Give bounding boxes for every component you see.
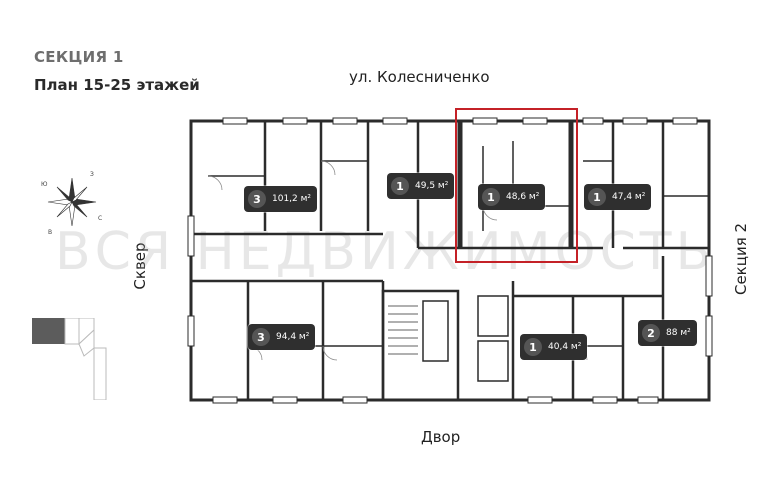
watermark: ВСЯ НЕДВИЖИМОСТЬ [55,222,716,282]
room-count: 1 [391,177,409,195]
plan-title: План 15-25 этажей [34,76,200,94]
building-outline [189,119,711,402]
floor-plan [187,117,713,404]
apartment-area: 88 м² [666,328,691,338]
apartment-badge[interactable]: 1 40,4 м² [520,334,588,360]
apartment-area: 47,4 м² [612,192,646,202]
compass-letter-1: Ю [41,181,48,188]
yard-label: Двор [421,428,461,446]
compass-letter-2: З [90,171,94,178]
compass-letter-3: С [98,215,102,222]
compass-letter-4: В [48,229,52,236]
apartment-badge[interactable]: 3 94,4 м² [248,324,316,350]
section-title: СЕКЦИЯ 1 [34,48,124,66]
room-count: 3 [248,190,266,208]
apartment-area: 94,4 м² [276,332,310,342]
apartment-area: 49,5 м² [415,181,449,191]
apartment-badge[interactable]: 1 47,4 м² [584,184,652,210]
apartment-area: 48,6 м² [506,192,540,202]
compass-rose-icon: Ю З С В [41,171,102,236]
room-count: 1 [588,188,606,206]
room-count: 1 [482,188,500,206]
key-plan-diagram [32,318,107,400]
street-label: ул. Колесниченко [349,68,490,86]
apartment-badge[interactable]: 1 49,5 м² [387,173,455,199]
apartment-badge[interactable]: 3 101,2 м² [244,186,318,212]
section2-label: Секция 2 [732,222,750,296]
apartment-badge[interactable]: 2 88 м² [638,320,697,346]
selected-apartment-highlight [455,108,578,263]
room-count: 1 [524,338,542,356]
apartment-area: 101,2 м² [272,194,312,204]
plan-header: СЕКЦИЯ 1 План 15-25 этажей [34,48,200,94]
apartment-badge[interactable]: 1 48,6 м² [478,184,546,210]
room-count: 2 [642,324,660,342]
room-count: 3 [252,328,270,346]
apartment-area: 40,4 м² [548,342,582,352]
